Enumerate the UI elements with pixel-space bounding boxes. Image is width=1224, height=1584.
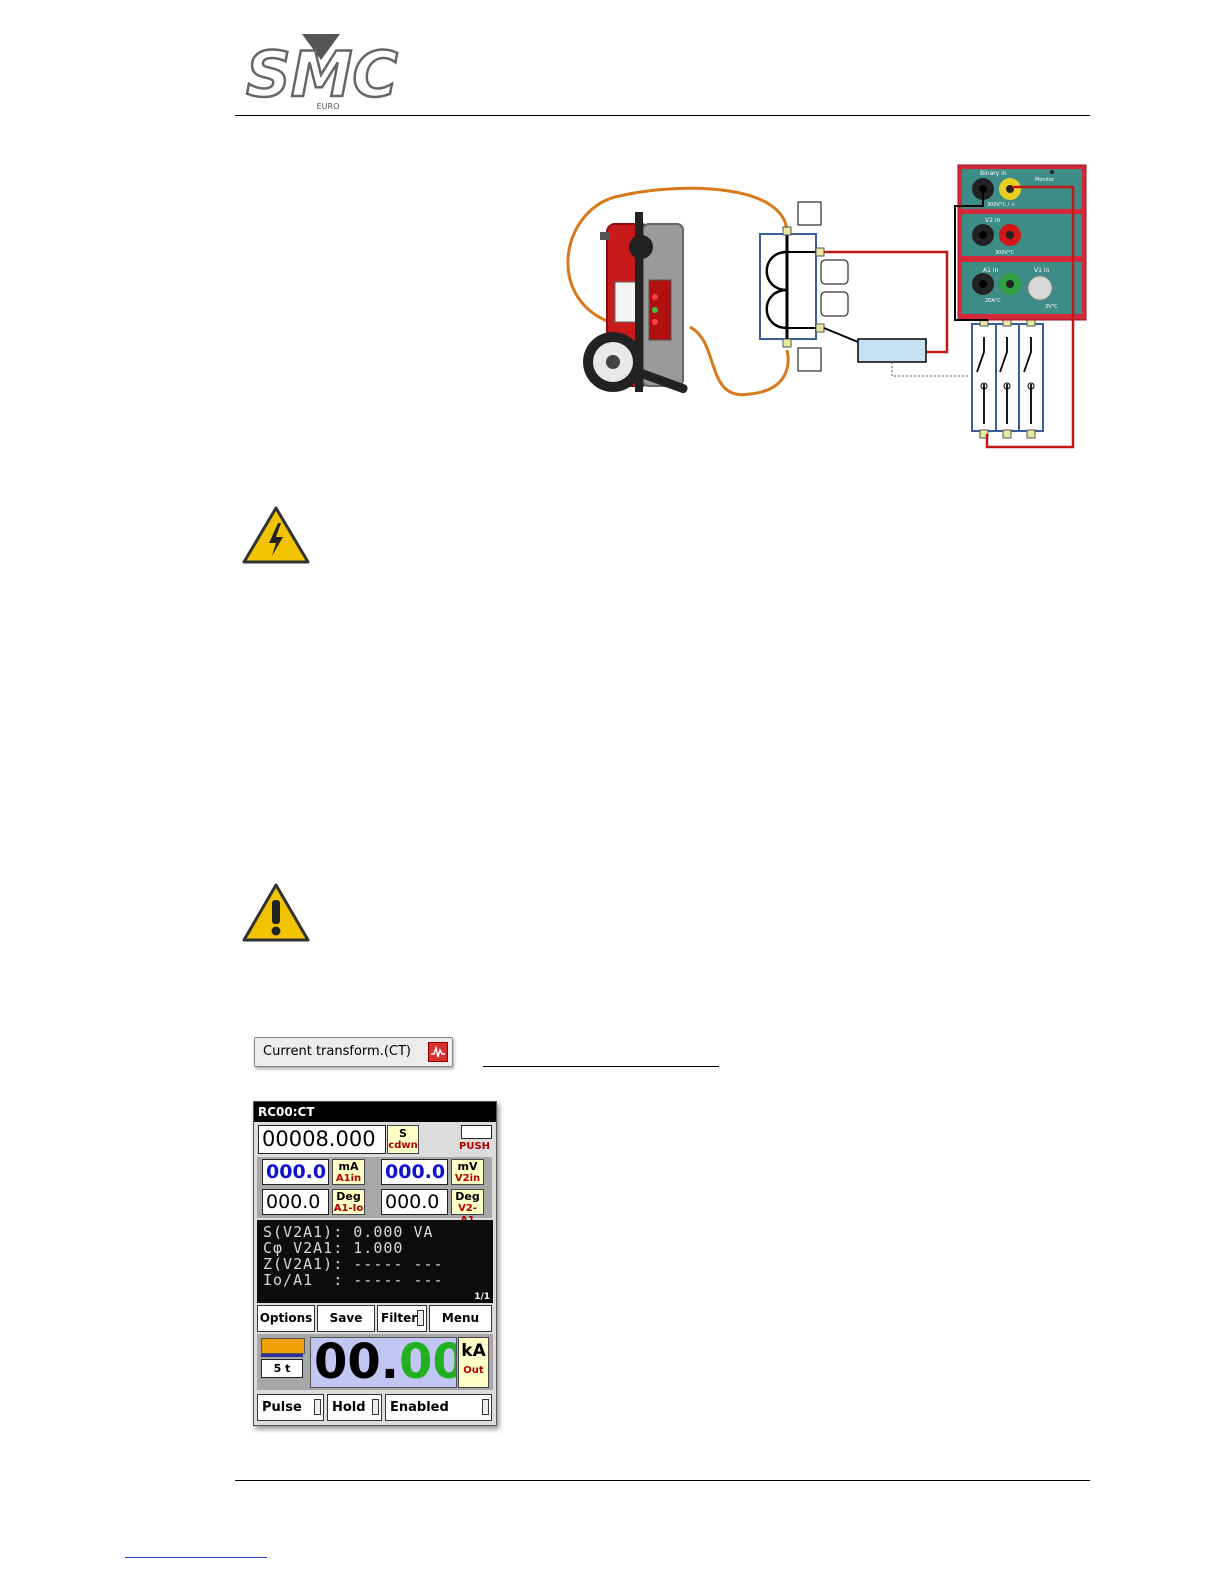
time-unit: S <box>399 1127 407 1140</box>
a1in-value: 000.0 <box>266 1161 327 1183</box>
status-indicator <box>261 1338 305 1354</box>
underline-blank <box>483 1066 719 1067</box>
hold-label: Hold <box>332 1400 366 1415</box>
v2a1-deg-box: 000.0 <box>381 1189 448 1215</box>
binary-in-label: Binary in <box>980 170 1007 177</box>
hold-button[interactable]: Hold <box>327 1394 382 1421</box>
instrument-panel: Binary in Monitor 300V°C / ≈ V2 in 300V°… <box>957 164 1087 321</box>
logo-text: SMC <box>246 38 398 110</box>
filter-button[interactable]: Filter <box>377 1305 427 1332</box>
screen-title: RC00:CT <box>254 1102 496 1122</box>
lcd-row: Cφ V2A1: 1.000 <box>263 1239 404 1257</box>
v2a1-deg-value: 000.0 <box>385 1191 440 1213</box>
enabled-toggle[interactable] <box>482 1399 489 1415</box>
electric-hazard-icon <box>241 505 311 565</box>
output-dec: 00 <box>399 1337 456 1388</box>
orange-cable-top <box>566 186 789 326</box>
waveform-icon <box>428 1042 448 1062</box>
footnote-rule <box>125 1557 267 1558</box>
a1io-deg-box: 000.0 <box>262 1189 329 1215</box>
switch-bank <box>971 317 1044 439</box>
current-transform-button[interactable]: Current transform.(CT) <box>254 1037 453 1067</box>
v2-in-label: V2 in <box>985 217 1000 224</box>
lcd-display: S(V2A1): 0.000 VA Cφ V2A1: 1.000 Z(V2A1)… <box>257 1220 493 1303</box>
binary-rating-label: 300V°C / ≈ <box>987 202 1015 208</box>
pulse-button[interactable]: Pulse <box>257 1394 324 1421</box>
header-rule <box>235 115 1090 116</box>
v2in-value-box: 000.0 <box>381 1159 448 1185</box>
smc-logo: SMC EURO <box>240 34 405 112</box>
preset-box[interactable]: 5 t <box>261 1359 303 1378</box>
indicator-bar <box>261 1354 303 1357</box>
connection-diagram: Binary in Monitor 300V°C / ≈ V2 in 300V°… <box>555 162 1090 454</box>
a1io-deg-value: 000.0 <box>266 1191 321 1213</box>
label-square-p2 <box>797 347 822 372</box>
output-display: 00.00 <box>310 1337 457 1388</box>
test-equipment-icon <box>583 212 688 394</box>
v2-rating-label: 300V°C <box>995 250 1014 256</box>
filter-toggle[interactable] <box>417 1310 424 1326</box>
a1-rating-label: 20A°C <box>985 298 1001 304</box>
monitor-label: Monitor <box>1035 177 1055 183</box>
push-button[interactable] <box>461 1125 492 1139</box>
burden-box <box>857 338 927 363</box>
pulse-label: Pulse <box>262 1400 302 1415</box>
current-transform-label: Current transform.(CT) <box>263 1044 411 1059</box>
save-button[interactable]: Save <box>317 1305 375 1332</box>
time-unit-box[interactable]: S cdwn <box>387 1125 419 1154</box>
time-value: 00008.000 <box>262 1127 376 1151</box>
enabled-label: Enabled <box>390 1400 449 1415</box>
label-square-p1 <box>797 201 822 226</box>
enabled-button[interactable]: Enabled <box>385 1394 492 1421</box>
output-int: 00. <box>314 1337 400 1388</box>
page-indicator: 1/1 <box>474 1292 490 1302</box>
label-square-s2 <box>820 291 849 317</box>
footer-rule <box>235 1480 1090 1481</box>
menu-button[interactable]: Menu <box>429 1305 492 1332</box>
label-square-s1 <box>820 259 849 285</box>
orange-cable-bottom <box>689 325 790 397</box>
time-value-box: 00008.000 <box>258 1125 386 1154</box>
v1-in-label: V1 in <box>1034 267 1049 274</box>
lcd-row: S(V2A1): 0.000 VA <box>263 1223 434 1241</box>
hold-toggle[interactable] <box>372 1399 379 1415</box>
preset-value: 5 t <box>273 1362 291 1375</box>
options-button[interactable]: Options <box>257 1305 315 1332</box>
pulse-toggle[interactable] <box>314 1399 321 1415</box>
filter-label: Filter <box>381 1311 418 1325</box>
logo-subtext: EURO <box>317 102 340 110</box>
v2in-value: 000.0 <box>385 1161 446 1183</box>
time-unit-sub: cdwn <box>388 1140 418 1151</box>
push-label: PUSH <box>459 1141 491 1152</box>
lcd-row: Io/A1 : ----- --- <box>263 1271 444 1289</box>
caution-warning-icon <box>241 882 311 943</box>
lcd-row: Z(V2A1): ----- --- <box>263 1255 444 1273</box>
output-unit-box[interactable]: kA Out <box>458 1337 489 1388</box>
output-unit-sub: Out <box>463 1365 484 1376</box>
output-unit: kA <box>461 1341 486 1361</box>
a1in-value-box: 000.0 <box>262 1159 329 1185</box>
a1-in-label: A1 in <box>983 267 998 274</box>
v1-rating-label: 3V°C <box>1045 304 1058 310</box>
